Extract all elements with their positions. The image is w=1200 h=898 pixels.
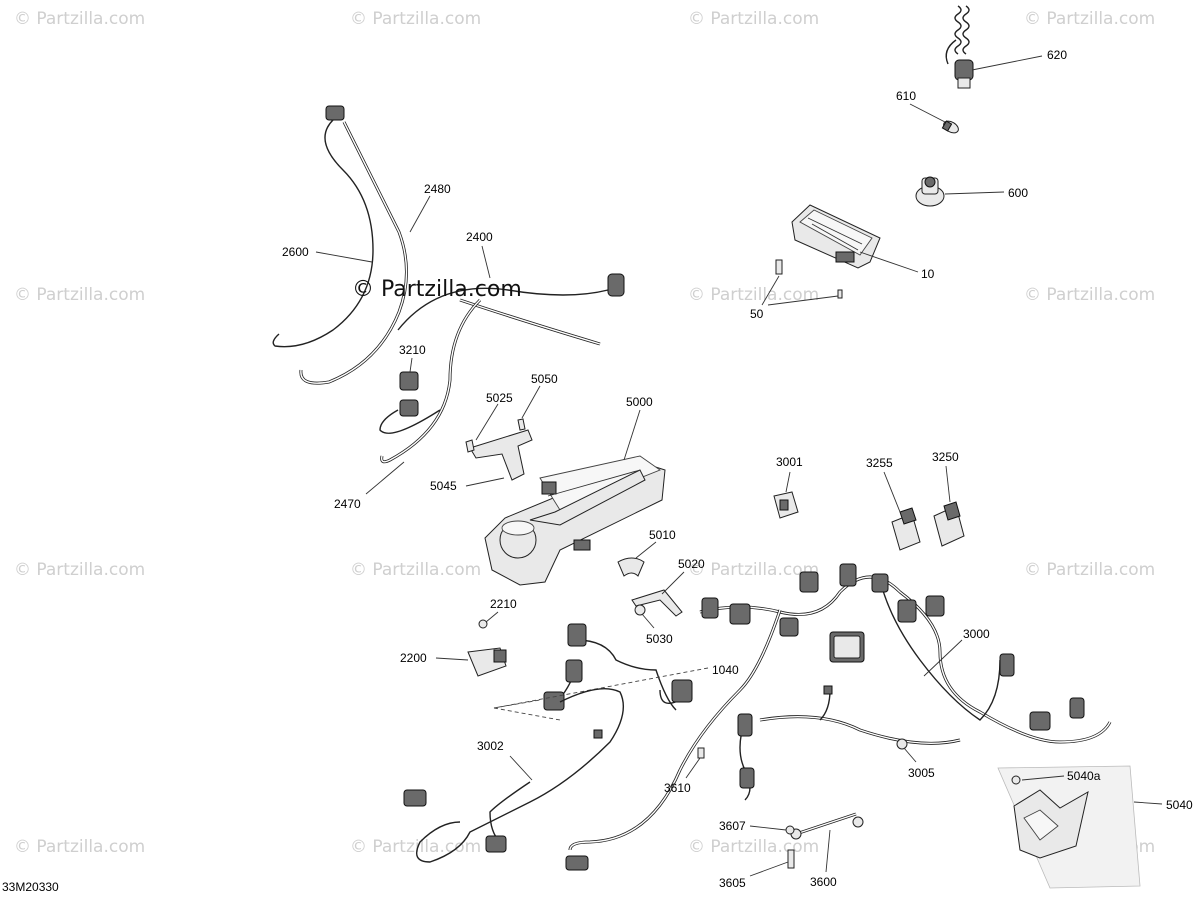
part-5025-screw[interactable] bbox=[465, 439, 475, 453]
callout-50[interactable]: 50 bbox=[750, 307, 764, 321]
part-5020-bracket[interactable] bbox=[631, 589, 683, 617]
callout-5050[interactable]: 5050 bbox=[531, 372, 558, 386]
part-5000-module-box[interactable] bbox=[484, 455, 666, 586]
part-10-control-module[interactable] bbox=[791, 204, 881, 269]
callout-3250[interactable]: 3250 bbox=[932, 450, 959, 464]
watermark: © Partzilla.com bbox=[14, 9, 145, 29]
part-2600-cable[interactable] bbox=[272, 105, 374, 348]
watermark: © Partzilla.com bbox=[688, 285, 819, 305]
diagram-code: 33M20330 bbox=[2, 880, 59, 894]
callout-2200[interactable]: 2200 bbox=[400, 651, 427, 665]
callout-3605[interactable]: 3605 bbox=[719, 876, 746, 890]
part-3610-screw[interactable] bbox=[697, 747, 705, 759]
part-5045-bracket[interactable] bbox=[469, 429, 533, 481]
callout-10[interactable]: 10 bbox=[921, 267, 935, 281]
callout-2470[interactable]: 2470 bbox=[334, 497, 361, 511]
part-3005-clip[interactable] bbox=[896, 738, 908, 750]
callout-620[interactable]: 620 bbox=[1047, 48, 1067, 62]
part-600-socket[interactable] bbox=[915, 176, 945, 207]
part-2200-sensor[interactable] bbox=[467, 647, 507, 677]
callout-600[interactable]: 600 bbox=[1008, 186, 1028, 200]
callout-2210[interactable]: 2210 bbox=[490, 597, 517, 611]
part-5040-bracket[interactable] bbox=[997, 765, 1141, 889]
part-3600-ground-cable[interactable] bbox=[790, 812, 864, 840]
callout-1040[interactable]: 1040 bbox=[712, 663, 739, 677]
callout-3001[interactable]: 3001 bbox=[776, 455, 803, 469]
watermark: © Partzilla.com bbox=[14, 837, 145, 857]
part-2470-cable[interactable] bbox=[379, 298, 482, 464]
part-2210-screw[interactable] bbox=[478, 619, 488, 629]
part-3210-connector[interactable] bbox=[399, 371, 419, 417]
part-5010-clip[interactable] bbox=[617, 557, 645, 577]
callout-3000[interactable]: 3000 bbox=[963, 627, 990, 641]
callout-5020[interactable]: 5020 bbox=[678, 557, 705, 571]
watermark: © Partzilla.com bbox=[14, 560, 145, 580]
callout-5040[interactable]: 5040 bbox=[1166, 798, 1193, 812]
part-5040a-nut[interactable] bbox=[1011, 775, 1021, 785]
callout-5040a[interactable]: 5040a bbox=[1067, 769, 1101, 783]
callout-5045[interactable]: 5045 bbox=[430, 479, 457, 493]
part-3605-bolt[interactable] bbox=[787, 849, 795, 869]
part-5030-nut[interactable] bbox=[634, 604, 646, 616]
watermark: © Partzilla.com bbox=[350, 837, 481, 857]
watermark: © Partzilla.com bbox=[350, 560, 481, 580]
callout-3610[interactable]: 3610 bbox=[664, 781, 691, 795]
part-3002-harness[interactable] bbox=[403, 687, 624, 863]
part-3255-switch[interactable] bbox=[891, 507, 921, 551]
callout-labels: 620 610 600 10 50 2480 2600 2400 3210 50… bbox=[282, 48, 1193, 890]
callout-2400[interactable]: 2400 bbox=[466, 230, 493, 244]
watermark: © Partzilla.com bbox=[688, 560, 819, 580]
part-620-cord[interactable] bbox=[945, 5, 974, 89]
callout-3600[interactable]: 3600 bbox=[810, 875, 837, 889]
watermark: © Partzilla.com bbox=[1024, 560, 1155, 580]
watermark: © Partzilla.com bbox=[350, 9, 481, 29]
watermark: © Partzilla.com bbox=[1024, 285, 1155, 305]
part-3001-relay[interactable] bbox=[773, 491, 799, 519]
part-50-screws[interactable] bbox=[775, 259, 843, 299]
callout-2600[interactable]: 2600 bbox=[282, 245, 309, 259]
callout-610[interactable]: 610 bbox=[896, 89, 916, 103]
callout-5030[interactable]: 5030 bbox=[646, 632, 673, 646]
watermark: © Partzilla.com bbox=[14, 285, 145, 305]
part-3250-switch[interactable] bbox=[933, 501, 965, 547]
callout-3255[interactable]: 3255 bbox=[866, 456, 893, 470]
callout-5025[interactable]: 5025 bbox=[486, 391, 513, 405]
callout-3005[interactable]: 3005 bbox=[908, 766, 935, 780]
callout-2480[interactable]: 2480 bbox=[424, 182, 451, 196]
part-5050-screw[interactable] bbox=[517, 418, 526, 431]
watermark-main: © Partzilla.com bbox=[352, 277, 522, 302]
watermark: © Partzilla.com bbox=[688, 837, 819, 857]
part-2480-cable[interactable] bbox=[299, 121, 408, 385]
watermark-layer: © Partzilla.com © Partzilla.com © Partzi… bbox=[14, 9, 1155, 857]
part-3607-nut[interactable] bbox=[785, 825, 795, 835]
callout-3002[interactable]: 3002 bbox=[477, 739, 504, 753]
callout-3210[interactable]: 3210 bbox=[399, 343, 426, 357]
watermark: © Partzilla.com bbox=[1024, 9, 1155, 29]
callout-5000[interactable]: 5000 bbox=[626, 395, 653, 409]
callout-5010[interactable]: 5010 bbox=[649, 528, 676, 542]
part-3000-main-harness[interactable] bbox=[565, 563, 1112, 871]
callout-3607[interactable]: 3607 bbox=[719, 819, 746, 833]
watermark: © Partzilla.com bbox=[688, 9, 819, 29]
part-1040-sub-harness[interactable] bbox=[543, 623, 693, 711]
part-610-bulb[interactable] bbox=[941, 119, 961, 136]
